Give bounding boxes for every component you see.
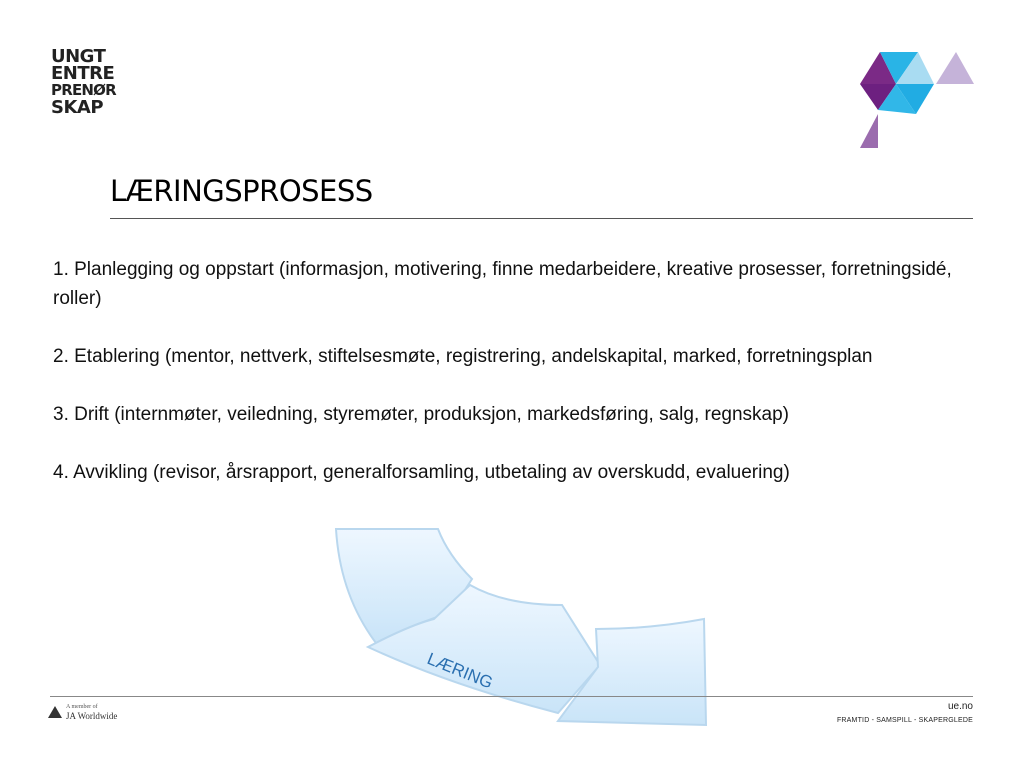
member-prefix: A member of [66, 704, 98, 710]
list-item: 1. Planlegging og oppstart (informasjon,… [53, 259, 952, 309]
member-org: JA Worldwide [66, 711, 118, 721]
ja-triangle-icon [48, 706, 62, 718]
ja-worldwide-badge: A member of JA Worldwide [48, 703, 117, 721]
logo-line-2: ENTRE [51, 63, 115, 84]
title-divider [110, 218, 973, 219]
logo-line-4: SKAP [51, 97, 104, 118]
logo-line-1: UNGT [51, 46, 106, 67]
list-item: 3. Drift (internmøter, veiledning, styre… [53, 404, 789, 425]
list-item: 4. Avvikling (revisor, årsrapport, gener… [53, 462, 790, 483]
footer-divider [50, 696, 973, 697]
learning-cycle-icon: LÆRING [334, 528, 708, 727]
logo-line-3: PRENØR [51, 81, 117, 99]
process-list: 1. Planlegging og oppstart (informasjon,… [53, 255, 973, 516]
ue-logo: UNGT ENTRE PRENØR SKAP [51, 46, 117, 118]
page-title: LÆRINGSPROSESS [110, 174, 373, 208]
footer-tagline: FRAMTID - SAMSPILL - SKAPERGLEDE [836, 717, 973, 724]
website-link[interactable]: ue.no [947, 701, 973, 712]
brand-triangles-icon [860, 52, 974, 148]
list-item: 2. Etablering (mentor, nettverk, stiftel… [53, 346, 873, 367]
